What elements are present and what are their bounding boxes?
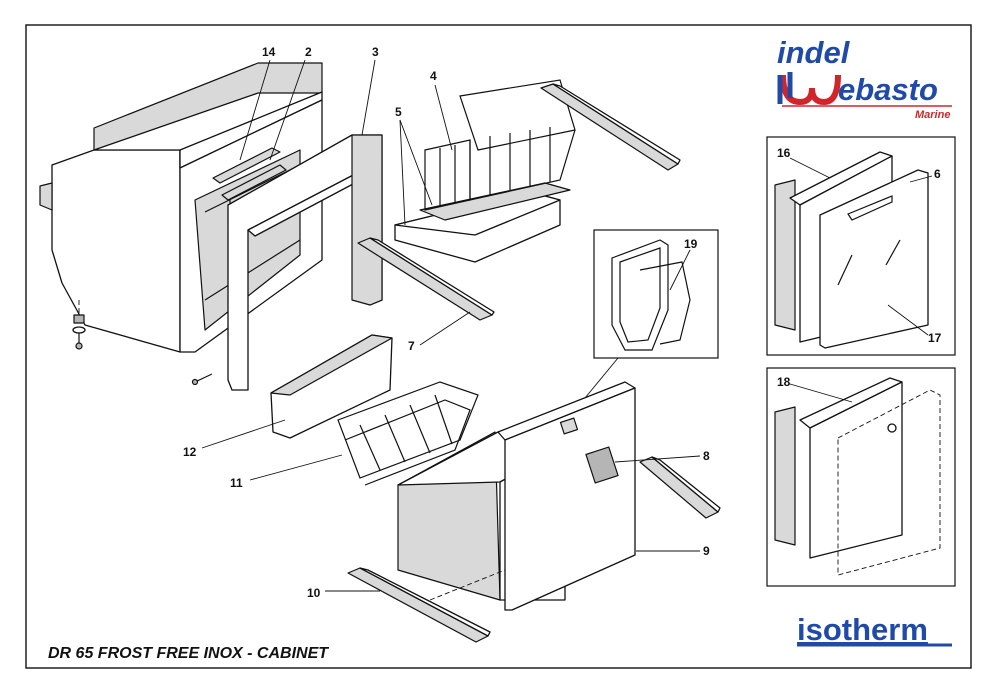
logo-indel-text: indel	[777, 35, 851, 70]
drawer-door	[397, 381, 636, 611]
bracket-pointer	[584, 357, 619, 399]
part-number-16: 16	[777, 146, 791, 160]
part-number-7: 7	[408, 339, 415, 353]
top-rail-parts	[212, 147, 287, 201]
lower-drawer-slide	[347, 567, 506, 643]
webasto-w-icon	[780, 74, 841, 106]
part-number-17: 17	[928, 331, 942, 345]
part-number-8: 8	[703, 449, 710, 463]
logo-marine-text: Marine	[915, 109, 950, 121]
logo-isotherm-text: isotherm	[797, 612, 928, 647]
upper-drawer-slide	[540, 83, 681, 171]
inset-box-bracket	[593, 229, 719, 359]
logo-webasto-text: ebasto	[838, 72, 938, 107]
lower-basket	[337, 381, 479, 486]
middle-drawer-slide	[357, 237, 495, 321]
part-number-14: 14	[262, 45, 276, 59]
upper-basket	[394, 79, 576, 263]
part-number-19: 19	[684, 237, 698, 251]
part-number-2: 2	[305, 45, 312, 59]
part-number-11: 11	[230, 476, 243, 490]
front-flange-frame	[227, 134, 383, 391]
isotherm-logo: isotherm	[797, 612, 952, 647]
bottle-bin	[270, 334, 393, 439]
part-number-18: 18	[777, 375, 791, 389]
part-number-3: 3	[372, 45, 379, 59]
sheet-border	[25, 24, 972, 669]
part-number-9: 9	[703, 544, 710, 558]
indel-webasto-logo: indel ebasto Marine	[777, 35, 952, 121]
cabinet-body	[39, 62, 323, 386]
leader-lines	[201, 59, 933, 592]
hanging-bracket	[611, 239, 691, 351]
drawing-title: DR 65 FROST FREE INOX - CABINET	[48, 645, 329, 662]
part-number-4: 4	[430, 69, 437, 83]
part-number-12: 12	[183, 445, 197, 459]
door-panel-assembly	[774, 151, 929, 349]
part-number-6: 6	[934, 167, 941, 181]
part-number-5: 5	[395, 105, 402, 119]
lower-right-slide	[639, 456, 721, 519]
custom-panel-frame	[774, 377, 941, 576]
part-number-10: 10	[307, 586, 321, 600]
